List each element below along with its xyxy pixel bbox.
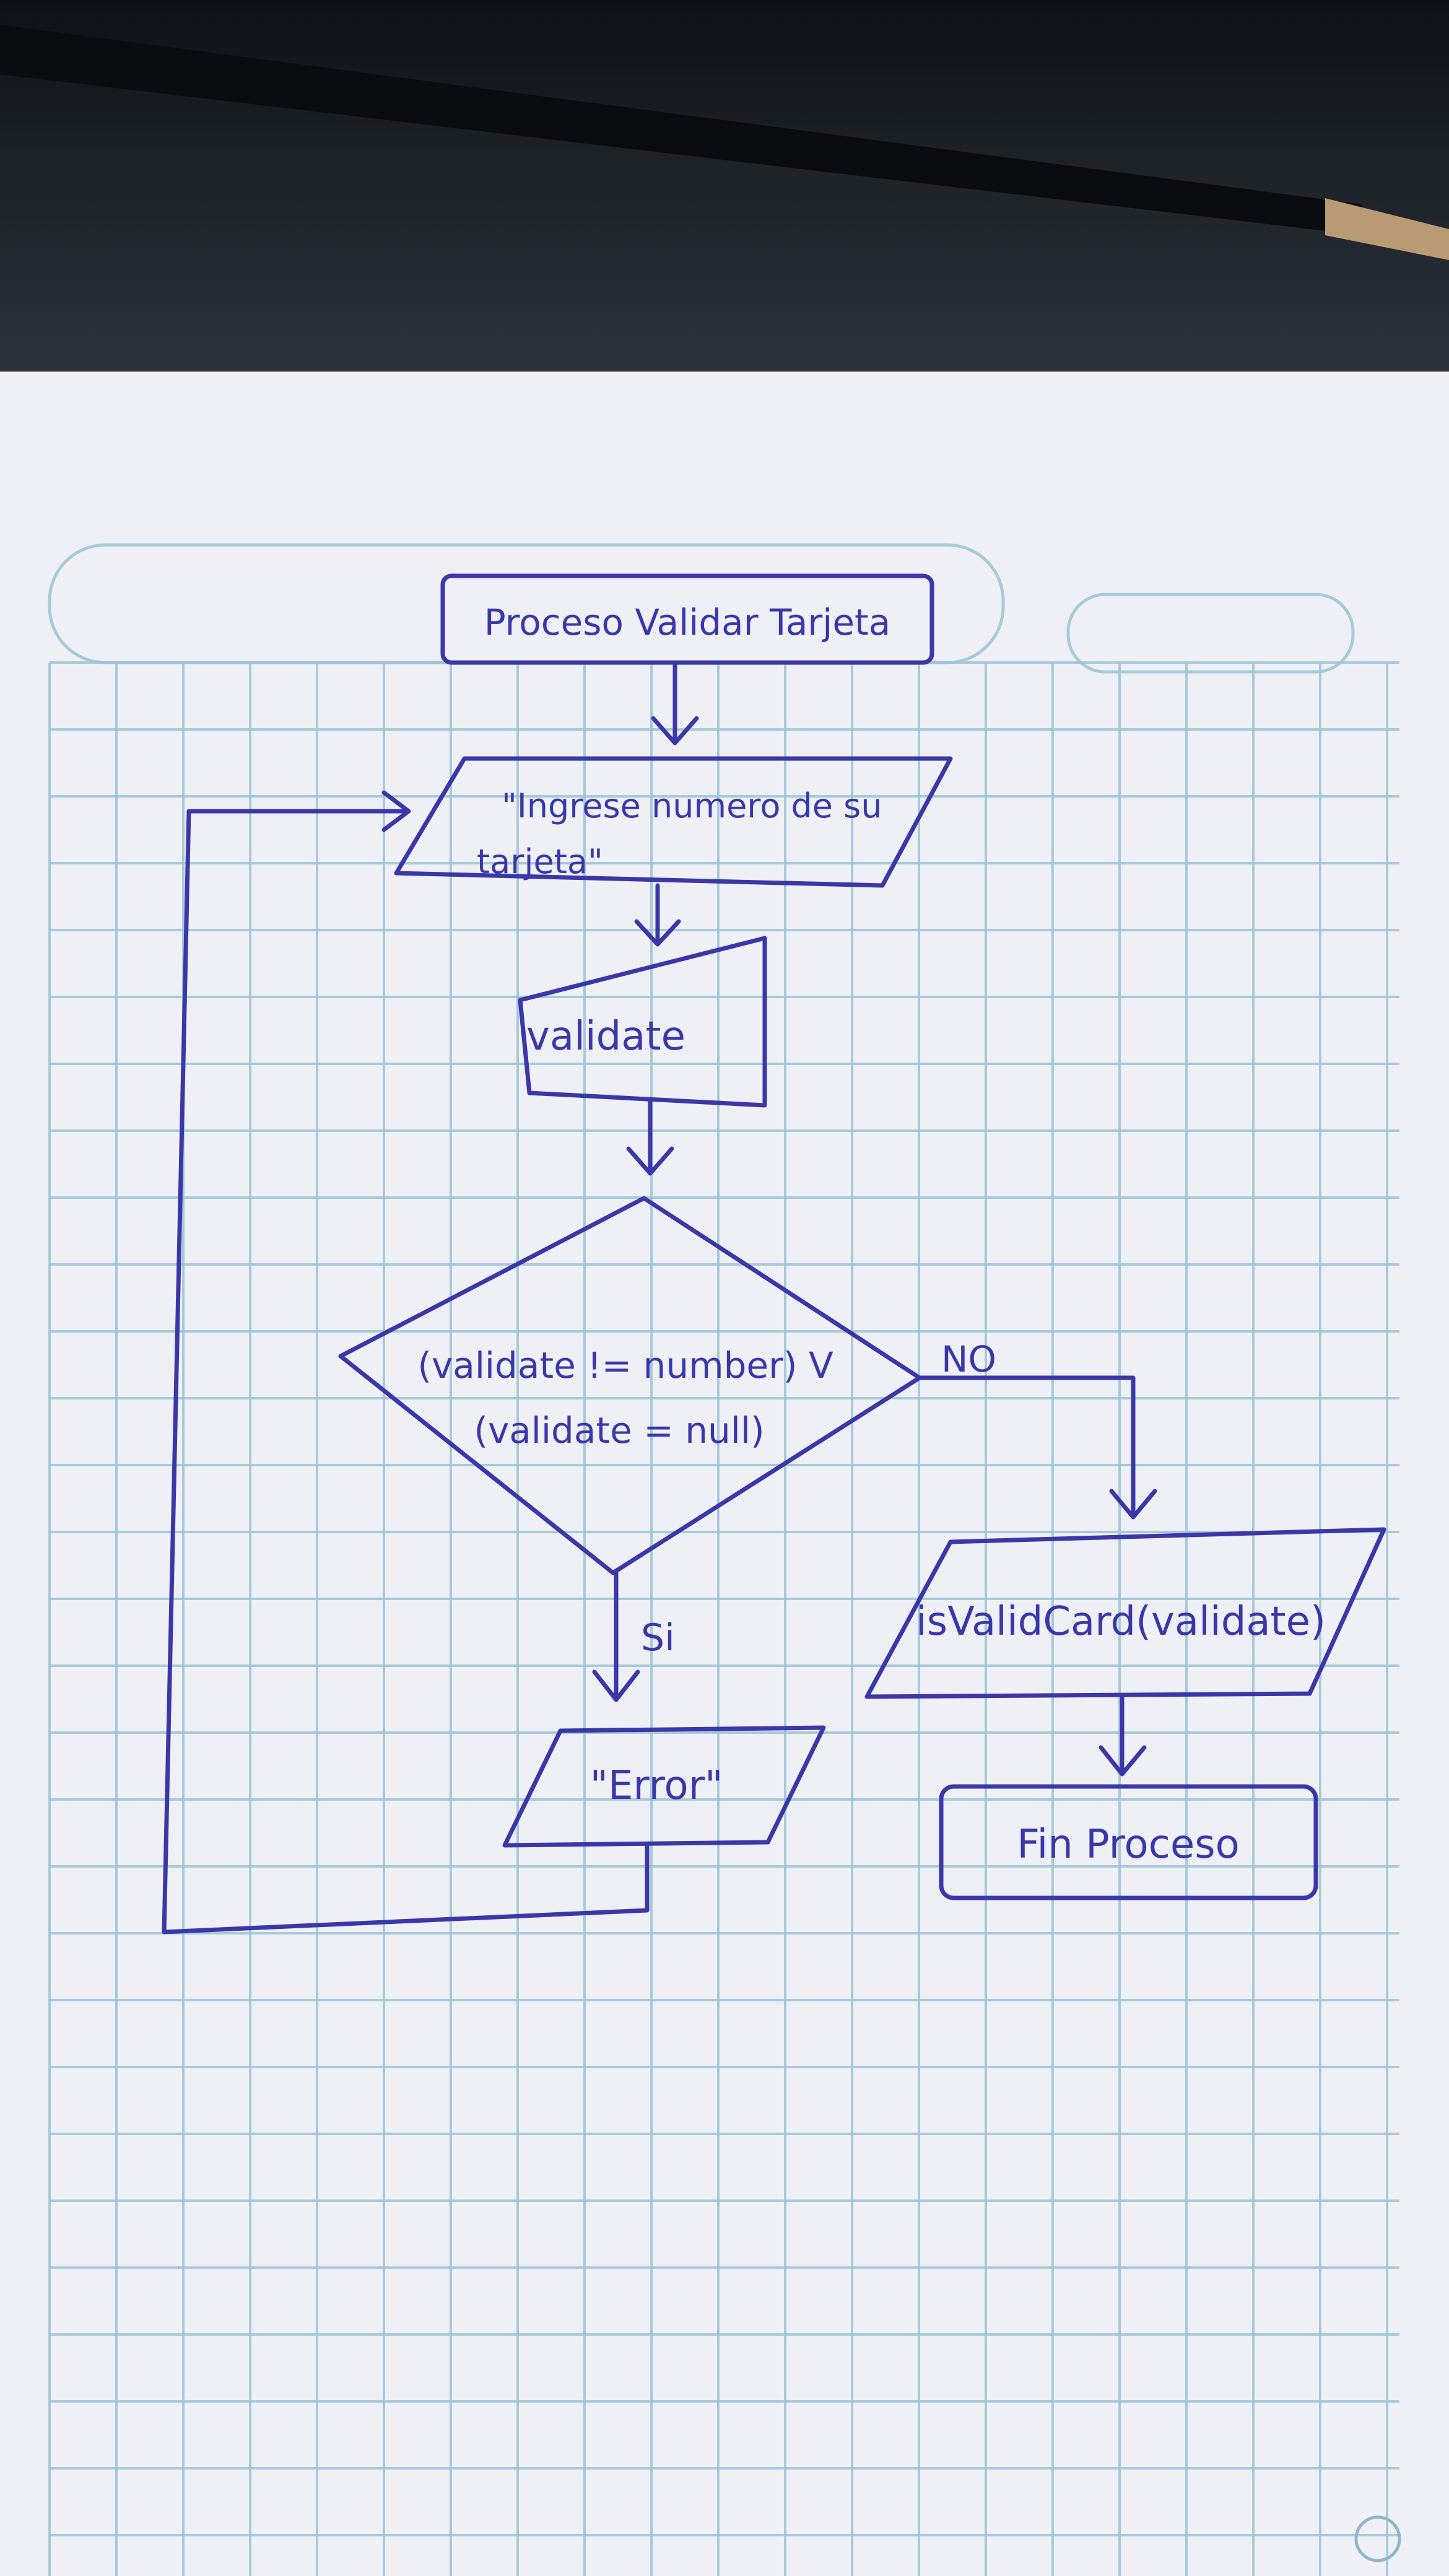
- grid-paper-sheet: [0, 372, 1449, 2576]
- input-parallelogram: [394, 756, 953, 888]
- manual-input-label: validate: [526, 1014, 685, 1060]
- decision-line1: (validate != number) V: [417, 1344, 833, 1386]
- decision-line2: (validate = null): [474, 1409, 764, 1451]
- flowchart: Proceso Validar Tarjeta "Ingrese numero …: [162, 573, 1386, 1934]
- arrowhead-process-end: [1099, 1745, 1147, 1777]
- arrowhead-manual-decision: [626, 1146, 674, 1176]
- pen-icon: [0, 25, 1449, 260]
- page-number-icon: [1354, 2515, 1401, 2562]
- process-label: isValidCard(validate): [916, 1599, 1326, 1645]
- input-prompt-line2: tarjeta": [477, 842, 603, 881]
- start-terminal: [440, 573, 934, 665]
- end-label: Fin Proceso: [1017, 1822, 1239, 1868]
- header-band-right: [1066, 593, 1355, 674]
- arrowhead-loop-back: [381, 790, 411, 832]
- manual-input-shape: [518, 936, 767, 1108]
- start-label: Proceso Validar Tarjeta: [484, 601, 891, 643]
- loop-back-line: [162, 809, 650, 1934]
- paper-grid: [48, 661, 1399, 2576]
- arrow-no-branch: [917, 1375, 1136, 1516]
- no-label: NO: [941, 1338, 996, 1380]
- arrowhead-start-input: [651, 716, 699, 746]
- input-prompt-line1: "Ingrese numero de su: [502, 786, 882, 825]
- arrowhead-no-branch: [1109, 1489, 1157, 1520]
- arrowhead-yes-branch: [592, 1669, 640, 1702]
- yes-label: Si: [641, 1616, 675, 1660]
- error-output-parallelogram: [502, 1725, 826, 1848]
- decision-diamond: [338, 1196, 922, 1575]
- end-terminal: [939, 1784, 1318, 1900]
- error-label: "Error": [590, 1763, 723, 1809]
- process-parallelogram: [864, 1527, 1386, 1699]
- arrowhead-input-manual: [634, 919, 681, 947]
